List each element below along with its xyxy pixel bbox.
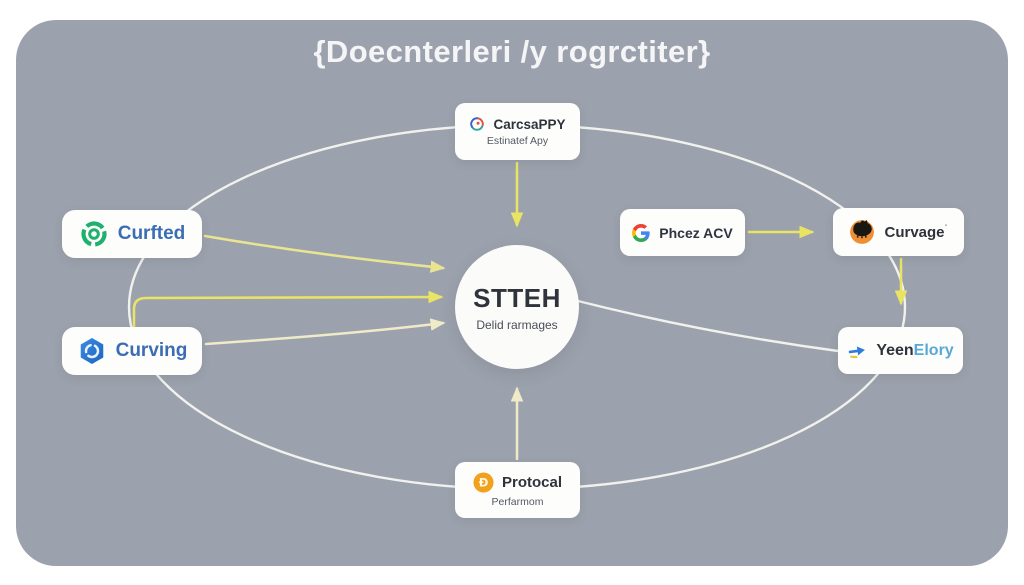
blue-arrow-icon bbox=[849, 345, 866, 358]
green-ring-icon bbox=[81, 221, 107, 247]
blue-hexagon-cycle-icon bbox=[80, 338, 103, 364]
node-curvage-label: Curvageˈ bbox=[884, 223, 948, 241]
diagram-title: {Doecnterleri /y rogrctiter} bbox=[313, 34, 711, 69]
google-g-icon bbox=[632, 223, 650, 242]
center-node-subtitle: Delid rarmages bbox=[476, 317, 558, 332]
arrow-curving-to-center bbox=[204, 318, 446, 346]
line-center-to-yeenelory bbox=[577, 299, 839, 353]
node-carcsappy: CarcsaPPY Estinatef Apy bbox=[455, 103, 580, 160]
node-curving: Curving bbox=[62, 327, 202, 375]
node-protocal: Đ Protocal Perfarmom bbox=[455, 462, 580, 518]
node-yeenelory-label: YeenElory bbox=[876, 341, 954, 359]
segmented-ring-icon bbox=[470, 117, 485, 131]
node-curvage: Curvageˈ bbox=[833, 208, 964, 256]
node-phcez-acv: Phcez ACV bbox=[620, 209, 745, 256]
center-node: STTEH Delid rarmages bbox=[455, 245, 579, 369]
node-phcez-acv-label: Phcez ACV bbox=[659, 224, 733, 241]
node-carcsappy-label: CarcsaPPY bbox=[493, 116, 566, 132]
center-node-title: STTEH bbox=[473, 282, 561, 313]
node-curfted: Curfted bbox=[62, 210, 202, 258]
node-protocal-label: Protocal bbox=[501, 474, 562, 491]
curvage-mark: ˈ bbox=[944, 223, 948, 233]
node-protocal-subtitle: Perfarmom bbox=[491, 496, 544, 508]
node-yeenelory: YeenElory bbox=[838, 327, 963, 374]
arrow-curfted-to-center bbox=[203, 234, 446, 273]
gold-coin-icon: Đ bbox=[473, 472, 494, 493]
node-curfted-label: Curfted bbox=[117, 223, 186, 244]
node-carcsappy-subtitle: Estinatef Apy bbox=[486, 135, 549, 147]
arrow-curving-top-to-center bbox=[132, 290, 444, 330]
node-curving-label: Curving bbox=[115, 340, 188, 361]
orange-mascot-icon bbox=[850, 220, 875, 244]
svg-text:Đ: Đ bbox=[479, 476, 489, 490]
